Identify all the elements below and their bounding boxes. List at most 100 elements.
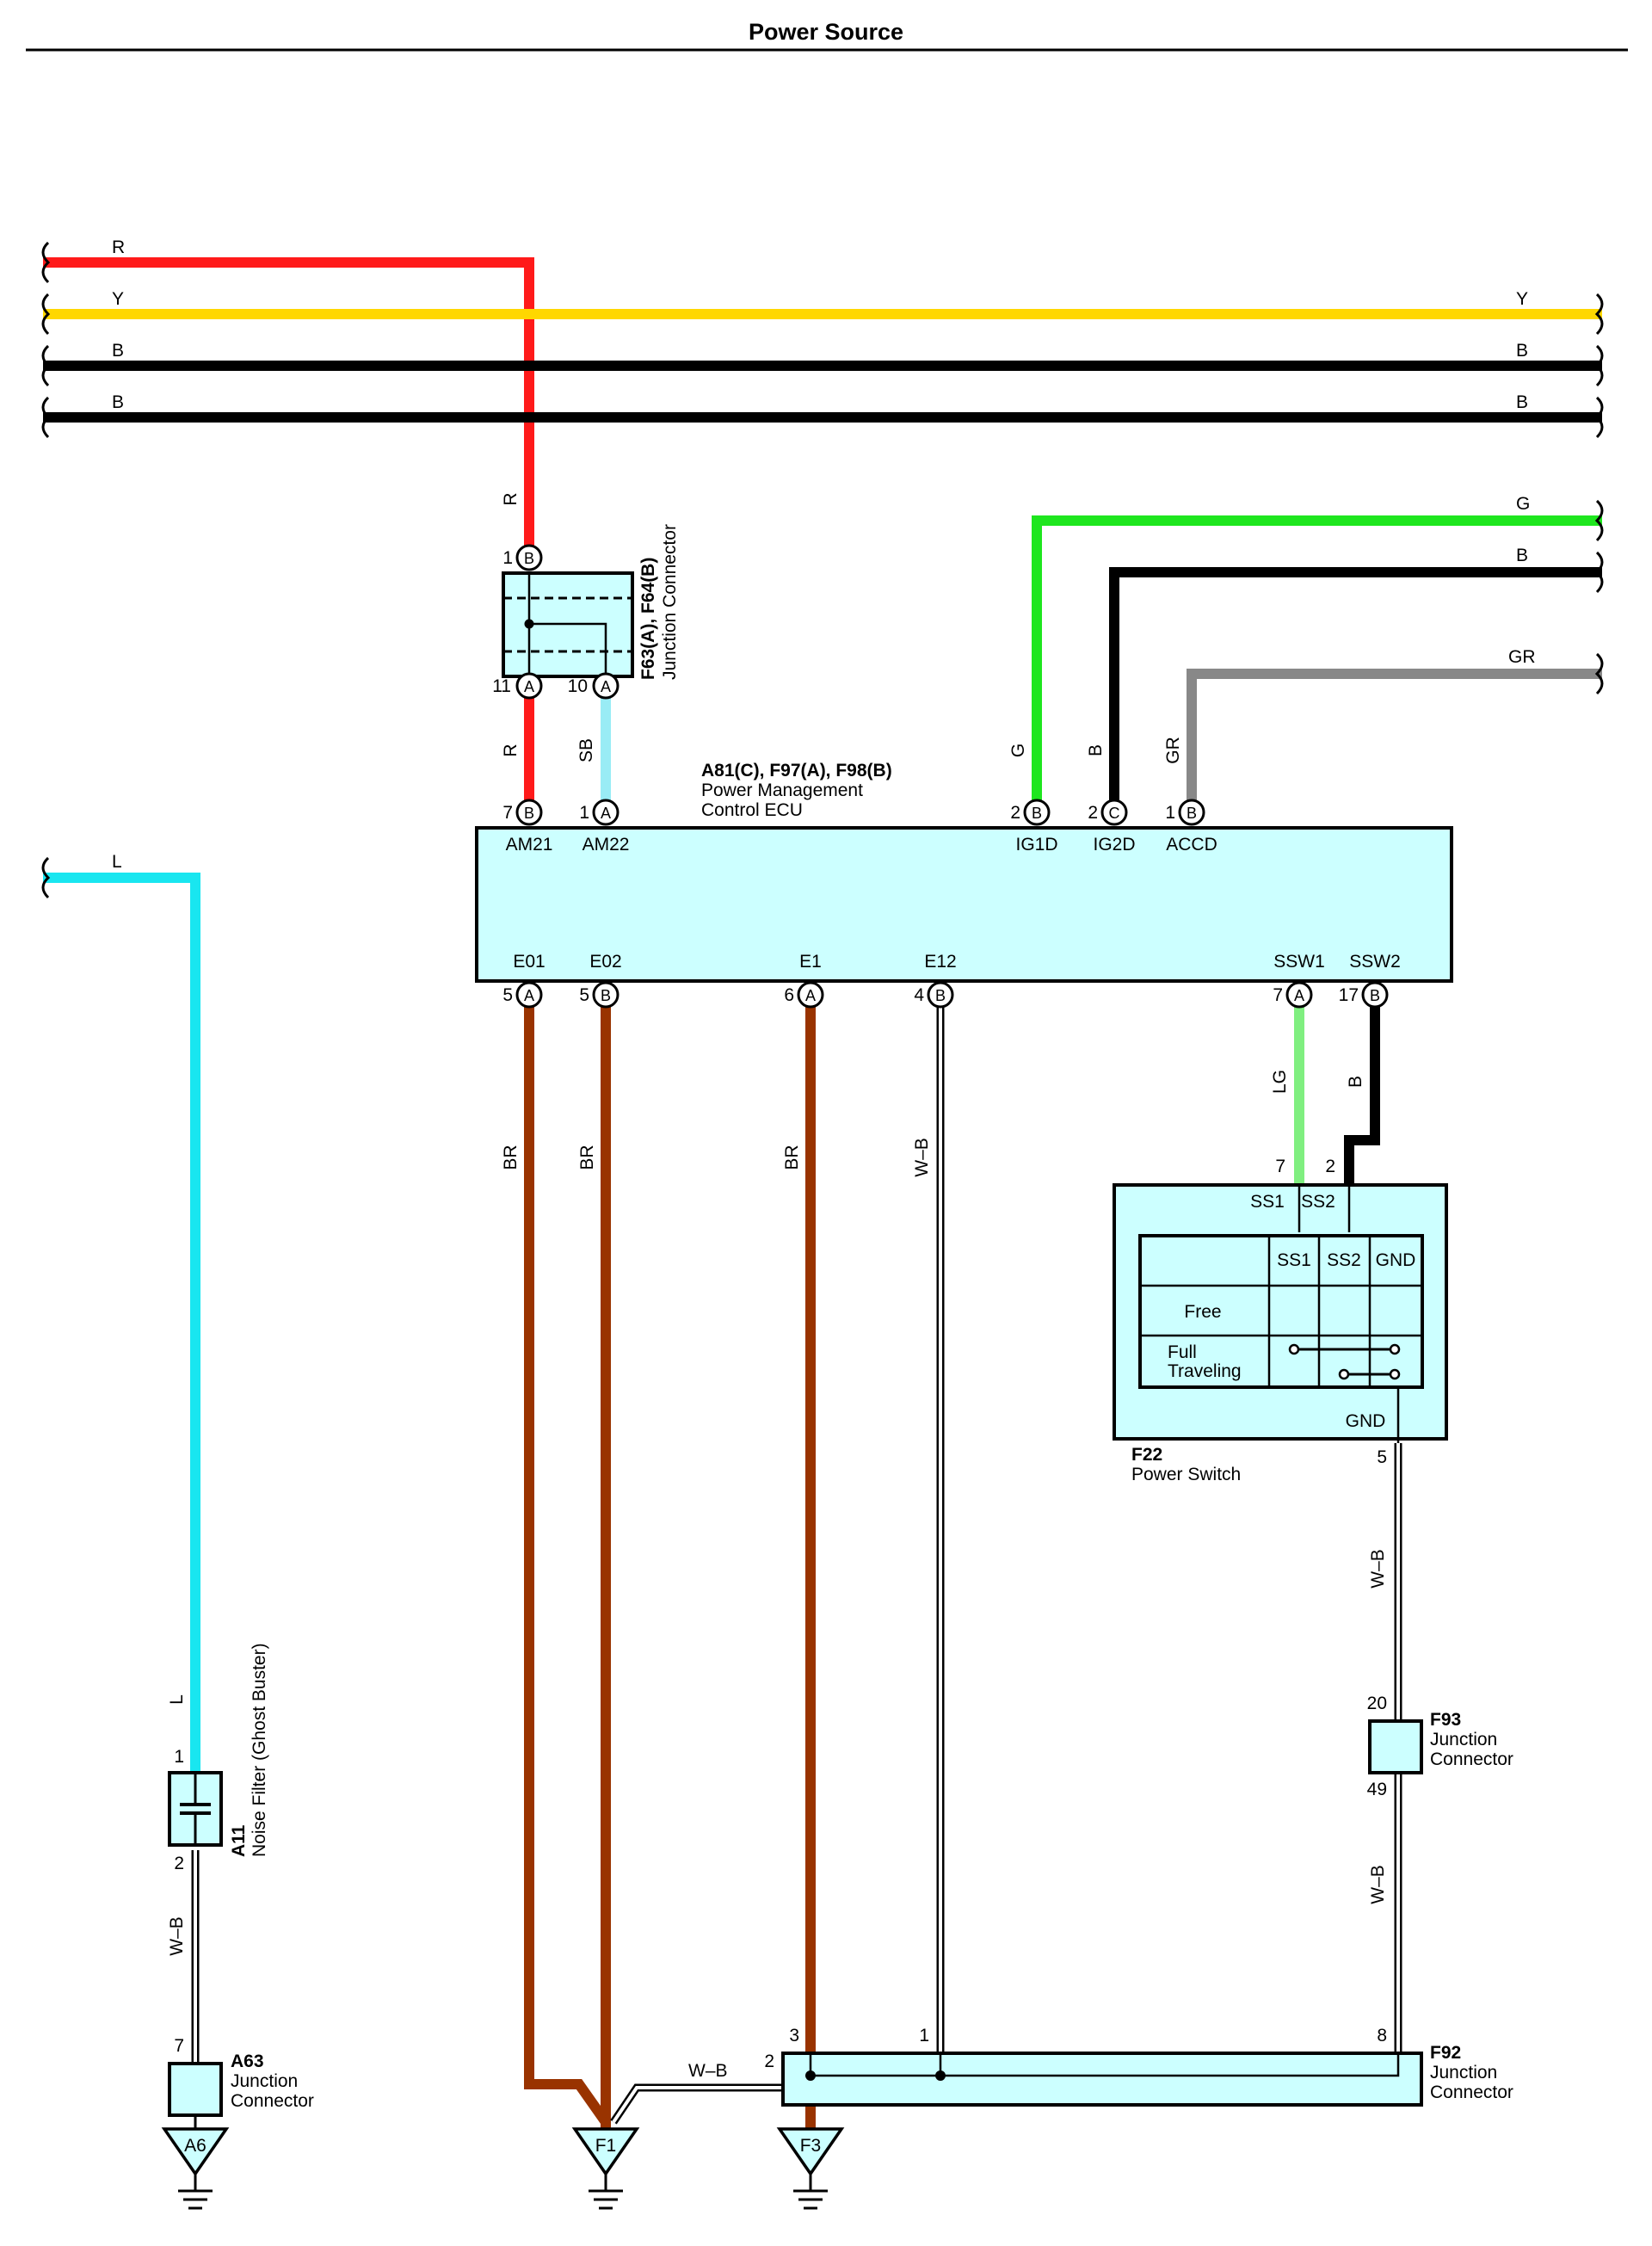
svg-text:B: B	[1187, 805, 1197, 822]
ecu-pin-ssw1: SSW1 A 7	[1273, 952, 1325, 1009]
svg-text:E02: E02	[589, 952, 621, 972]
svg-text:B: B	[1370, 987, 1380, 1004]
f22-code: F22	[1131, 1445, 1162, 1465]
label-wb-f93: W–B	[1368, 1865, 1388, 1904]
ecu-pin-am21: B 7 AM21	[502, 799, 553, 855]
wire-br-e01	[524, 995, 610, 2126]
svg-text:AM21: AM21	[506, 835, 553, 855]
label-br-e01: BR	[501, 1145, 521, 1169]
label-b2-right: B	[1516, 392, 1528, 412]
ecu-name-line1: Power Management	[701, 781, 863, 800]
svg-text:B: B	[1032, 805, 1042, 822]
svg-text:A: A	[601, 805, 611, 822]
f22-row-free: Free	[1184, 1302, 1221, 1322]
svg-text:A: A	[524, 987, 534, 1004]
wire-b3	[1109, 567, 1602, 812]
label-r-bus: R	[112, 238, 125, 257]
f92-name-line2: Connector	[1430, 2082, 1513, 2102]
label-y-right: Y	[1516, 289, 1528, 309]
svg-text:C: C	[1109, 805, 1120, 822]
ground-f3: F3	[776, 2127, 845, 2210]
svg-text:6: 6	[784, 985, 794, 1005]
wire-g	[1032, 515, 1602, 812]
svg-text:IG2D: IG2D	[1093, 835, 1135, 855]
junction-connector-a63	[168, 2062, 223, 2117]
svg-text:11: 11	[492, 676, 511, 696]
svg-text:B: B	[935, 987, 946, 1004]
label-br-e1: BR	[782, 1145, 802, 1169]
svg-text:1: 1	[1165, 803, 1175, 823]
ecu-pin-accd: B 1 ACCD	[1165, 799, 1217, 855]
f22-name: Power Switch	[1131, 1465, 1241, 1484]
ecu-code: A81(C), F97(A), F98(B)	[701, 761, 892, 781]
f93-name-line2: Connector	[1430, 1749, 1513, 1769]
f92-pin-1: 1	[919, 2026, 929, 2045]
power-switch-f22	[1113, 1183, 1448, 1443]
f22-terminal-ss1: SS1	[1250, 1192, 1285, 1212]
svg-text:2: 2	[1010, 803, 1020, 823]
svg-text:1: 1	[579, 803, 589, 823]
svg-text:AM22: AM22	[583, 835, 630, 855]
svg-text:2: 2	[1088, 803, 1098, 823]
ecu-pin-ig2d: C 2 IG2D	[1088, 799, 1136, 855]
label-b3-right: B	[1516, 546, 1528, 565]
ground-f3-label: F3	[800, 2136, 822, 2156]
svg-text:17: 17	[1339, 985, 1359, 1005]
f93-pin-top: 20	[1367, 1694, 1387, 1713]
label-wb-e12: W–B	[912, 1138, 932, 1177]
f22-row-full-line1: Full	[1168, 1342, 1197, 1362]
ground-f1-label: F1	[595, 2136, 617, 2156]
label-gr-right: GR	[1508, 647, 1536, 667]
f93-name-line1: Junction	[1430, 1730, 1497, 1749]
svg-text:7: 7	[1273, 985, 1283, 1005]
a63-pin: 7	[174, 2036, 184, 2056]
label-gr-accd: GR	[1163, 737, 1183, 764]
svg-text:5: 5	[579, 985, 589, 1005]
label-y-left: Y	[112, 289, 124, 309]
f93-pin-bottom: 49	[1367, 1780, 1387, 1799]
ecu-pin-e01: E01 A 5	[502, 952, 546, 1009]
ecu-pin-ssw2: SSW2 B 17	[1339, 952, 1401, 1009]
svg-text:B: B	[524, 550, 534, 567]
svg-text:SSW2: SSW2	[1349, 952, 1401, 972]
wire-color-labels: R Y B B Y B B G B GR L R R SB G B GR BR …	[112, 238, 1536, 2081]
svg-text:5: 5	[502, 985, 513, 1005]
f63-pin-bottom-left: A 11	[492, 672, 543, 700]
svg-text:E1: E1	[799, 952, 822, 972]
svg-text:A: A	[524, 678, 534, 695]
f63-name: Junction Connector	[660, 524, 680, 680]
svg-text:4: 4	[914, 985, 924, 1005]
a63-name-line2: Connector	[231, 2091, 314, 2111]
f22-pin-ss1: 7	[1275, 1157, 1285, 1176]
svg-text:IG1D: IG1D	[1015, 835, 1057, 855]
label-l: L	[112, 852, 122, 872]
f92-pin-3: 3	[789, 2026, 799, 2045]
label-g-right: G	[1516, 494, 1530, 514]
svg-text:E01: E01	[513, 952, 545, 972]
a11-pin-top: 1	[174, 1747, 184, 1767]
junction-connector-f63	[502, 571, 634, 678]
svg-text:A: A	[601, 678, 611, 695]
f92-code: F92	[1430, 2043, 1461, 2063]
junction-connector-f92	[781, 2052, 1423, 2107]
f22-table-header-ss2: SS2	[1327, 1250, 1361, 1270]
ecu-pin-e1: E1 A 6	[784, 952, 824, 1009]
a11-name: Noise Filter (Ghost Buster)	[250, 1643, 269, 1857]
wire-break-marks	[41, 241, 1604, 899]
f92-name-line1: Junction	[1430, 2063, 1497, 2082]
svg-text:A: A	[1294, 987, 1304, 1004]
f92-pin-2: 2	[764, 2052, 774, 2071]
f63-pin-bottom-right: A 10	[568, 672, 620, 700]
page-title: Power Source	[749, 19, 903, 45]
a11-code: A11	[229, 1824, 249, 1857]
f22-row-full-line2: Traveling	[1168, 1361, 1242, 1381]
svg-text:E12: E12	[924, 952, 956, 972]
label-g-ig1d: G	[1008, 744, 1028, 757]
svg-text:SSW1: SSW1	[1273, 952, 1325, 972]
f93-code: F93	[1430, 1710, 1461, 1730]
ecu-pin-e02: E02 B 5	[579, 952, 622, 1009]
label-br-e02: BR	[577, 1145, 597, 1169]
label-wb-f22: W–B	[1368, 1549, 1388, 1589]
ecu-pin-ig1d: B 2 IG1D	[1010, 799, 1058, 855]
